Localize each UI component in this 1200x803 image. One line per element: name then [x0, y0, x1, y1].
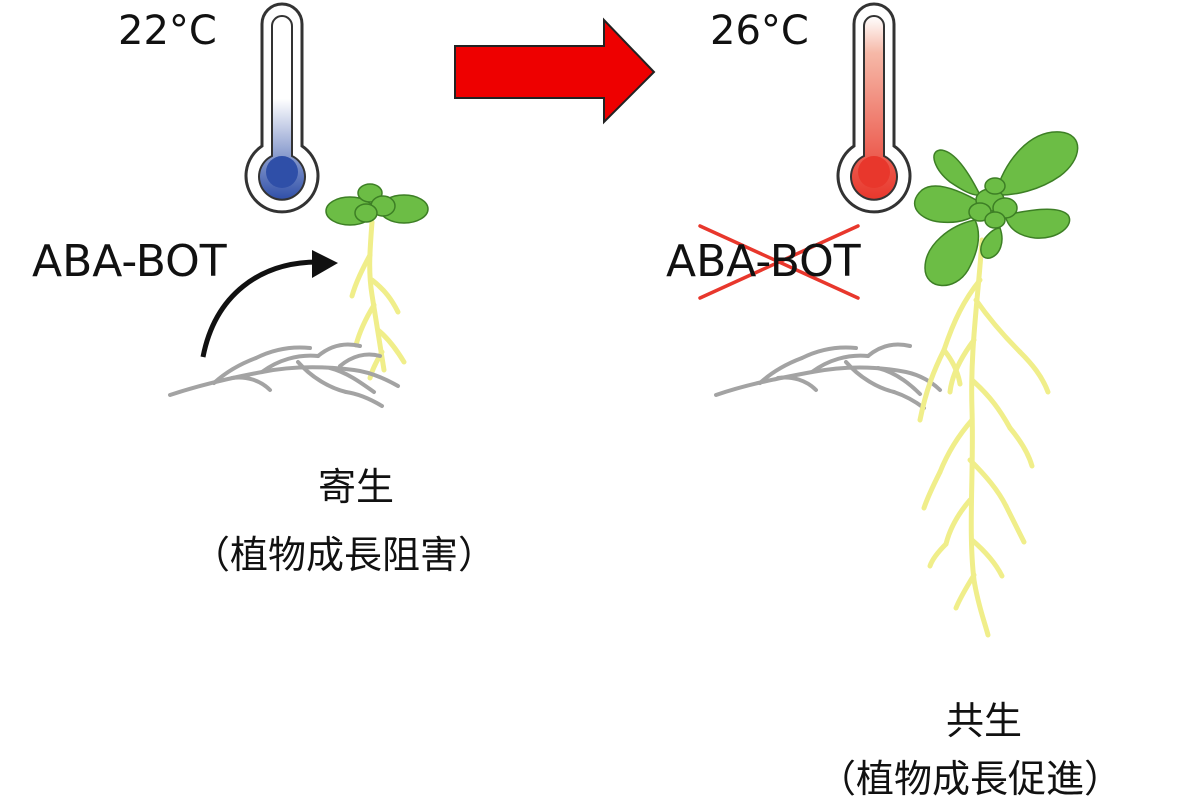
- transition-arrow-icon: [454, 17, 656, 125]
- temperature-cold-label: 22°C: [118, 8, 217, 54]
- temperature-hot-label: 26°C: [710, 8, 809, 54]
- fungal-hyphae-left-icon: [168, 342, 400, 408]
- thermometer-cold-icon: [244, 2, 320, 214]
- thermometer-hot-icon: [836, 2, 912, 214]
- thermometer-bulb-cold: [266, 156, 298, 188]
- outcome-symbiosis-label: 共生: [946, 699, 1023, 743]
- large-plant-icon: [914, 131, 1079, 287]
- root-system-large-icon: [917, 237, 1051, 638]
- blocked-cross-icon: [698, 224, 860, 300]
- fungal-hyphae-right-icon: [714, 342, 942, 410]
- hormone-label-active: ABA-BOT: [32, 236, 227, 287]
- hormone-label-blocked: ABA-BOT: [666, 236, 861, 287]
- outcome-parasitism-detail: （植物成長阻害）: [192, 533, 497, 577]
- thermometer-bulb-hot: [858, 156, 890, 188]
- outcome-parasitism-label: 寄生: [318, 465, 395, 509]
- small-plant-icon: [325, 183, 429, 381]
- hormone-transfer-arrow-icon: [200, 250, 338, 358]
- outcome-symbiosis-detail: （植物成長促進）: [818, 757, 1123, 801]
